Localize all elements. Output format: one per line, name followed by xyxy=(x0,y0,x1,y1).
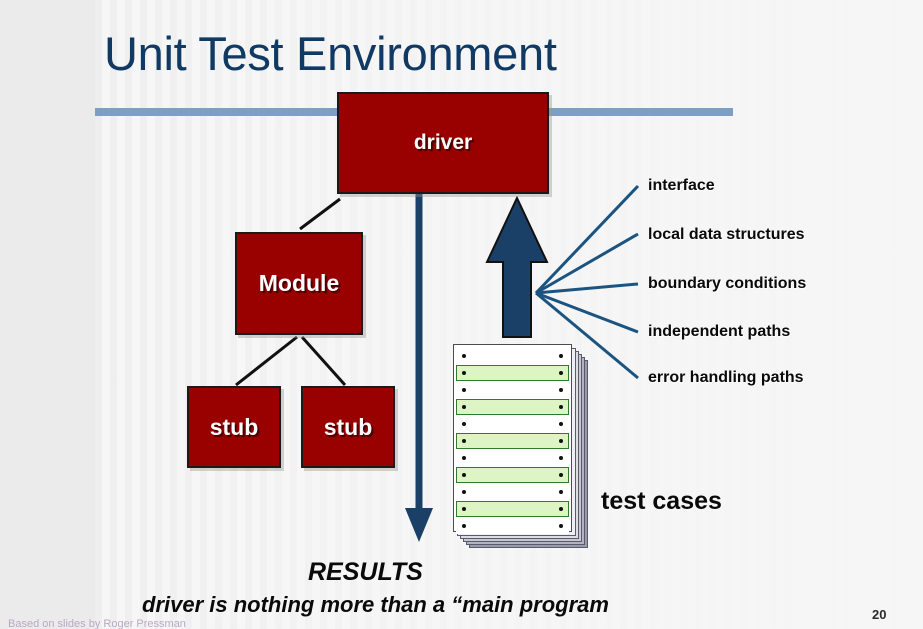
box-stub-left-label: stub xyxy=(209,413,259,440)
sprocket-hole-icon xyxy=(559,439,563,443)
paper-feed-row xyxy=(456,416,569,432)
test-cases-paper-stack xyxy=(453,344,588,548)
paper-feed-row xyxy=(456,365,569,381)
sprocket-hole-icon xyxy=(559,422,563,426)
paper-feed-row xyxy=(456,433,569,449)
paper-feed-row xyxy=(456,382,569,398)
box-driver-label: driver xyxy=(413,131,473,154)
paper-sheet-front xyxy=(453,344,572,534)
test-cases-label: test cases xyxy=(601,487,722,515)
box-stub-right-label: stub xyxy=(323,413,373,440)
fan-label-independent-paths: independent paths xyxy=(648,323,791,340)
sprocket-hole-icon xyxy=(462,422,466,426)
fan-label-local-data-structures: local data structures xyxy=(648,226,805,243)
box-module[interactable]: Module xyxy=(235,232,363,335)
paper-feed-row xyxy=(456,399,569,415)
sprocket-hole-icon xyxy=(559,388,563,392)
paper-feed-row xyxy=(456,501,569,517)
sprocket-hole-icon xyxy=(462,524,466,528)
box-driver[interactable]: driver xyxy=(337,92,549,194)
paper-feed-row xyxy=(456,518,569,534)
fan-label-error-handling-paths: error handling paths xyxy=(648,369,804,386)
sprocket-hole-icon xyxy=(559,456,563,460)
paper-feed-row xyxy=(456,467,569,483)
fan-label-boundary-conditions: boundary conditions xyxy=(648,275,807,292)
slide-footnote: Based on slides by Roger Pressman xyxy=(8,618,186,629)
sprocket-hole-icon xyxy=(559,354,563,358)
sprocket-hole-icon xyxy=(462,371,466,375)
sprocket-hole-icon xyxy=(462,405,466,409)
sprocket-hole-icon xyxy=(559,405,563,409)
sprocket-hole-icon xyxy=(462,354,466,358)
sprocket-hole-icon xyxy=(462,490,466,494)
sprocket-hole-icon xyxy=(462,473,466,477)
sprocket-hole-icon xyxy=(559,490,563,494)
box-stub-left[interactable]: stub xyxy=(187,386,281,468)
sprocket-hole-icon xyxy=(462,439,466,443)
sprocket-hole-icon xyxy=(462,456,466,460)
sprocket-hole-icon xyxy=(462,388,466,392)
sprocket-hole-icon xyxy=(559,473,563,477)
sprocket-hole-icon xyxy=(559,371,563,375)
sprocket-hole-icon xyxy=(559,507,563,511)
paper-feed-row xyxy=(456,484,569,500)
paper-feed-row xyxy=(456,450,569,466)
page-number: 20 xyxy=(872,607,887,622)
paper-feed-row xyxy=(456,348,569,364)
box-stub-right[interactable]: stub xyxy=(301,386,395,468)
slide-caption: driver is nothing more than a “main prog… xyxy=(142,592,609,617)
box-module-label: Module xyxy=(258,270,340,296)
results-label: RESULTS xyxy=(308,558,423,586)
sprocket-hole-icon xyxy=(462,507,466,511)
fan-label-interface: interface xyxy=(648,177,715,194)
page-title: Unit Test Environment xyxy=(104,27,557,80)
sprocket-hole-icon xyxy=(559,524,563,528)
